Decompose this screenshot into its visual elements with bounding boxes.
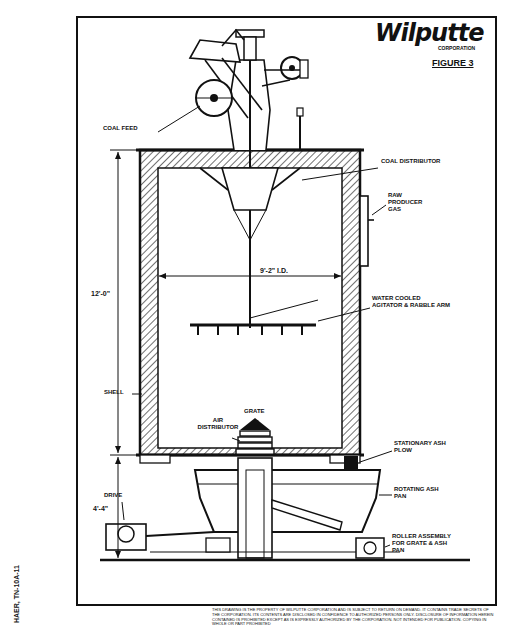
part-label: WATER COOLED AGITATOR & RABBLE ARM <box>372 295 452 309</box>
part-label: STATIONARY ASH PLOW <box>394 440 449 454</box>
part-label: RAW PRODUCER GAS <box>388 192 436 213</box>
dimension: 4'-4" <box>91 505 110 513</box>
feed-valve <box>196 80 232 116</box>
company-logo: Wilputte <box>375 20 483 48</box>
notice-text: THIS DRAWING IS THE PROPERTY OF WILPUTTE… <box>212 608 494 627</box>
part-label: GRATE <box>244 408 265 415</box>
gas-outlet <box>360 196 368 266</box>
roller-assembly <box>356 538 384 558</box>
part-label: SHELL <box>104 389 124 396</box>
figure-number: FIGURE 3 <box>432 58 474 68</box>
part-label: ROTATING ASH PAN <box>394 486 444 500</box>
drive-unit <box>106 524 146 550</box>
part-label: AIR DISTRIBUTOR <box>196 417 240 431</box>
dimension: 12'-0" <box>89 290 112 298</box>
company-logo-sub: CORPORATION <box>438 46 475 52</box>
ash-plow <box>344 456 358 470</box>
ash-pan <box>195 470 380 532</box>
leader-lines <box>122 106 392 547</box>
coal-distributor <box>222 168 278 210</box>
rabble-arm <box>190 324 316 327</box>
coal-hopper <box>190 40 240 62</box>
part-label: ROLLER ASSEMBLY FOR GRATE & ASH PAN <box>392 533 454 554</box>
archive-id: HAER, TN-10A-11 <box>13 565 21 623</box>
part-label: COAL FEED <box>103 125 138 132</box>
air-distributor <box>238 458 272 558</box>
sheet-frame <box>77 17 496 605</box>
part-label: COAL DISTRIBUTOR <box>381 158 441 165</box>
part-label: DRIVE <box>104 492 122 499</box>
dimension: 9'-2" I.D. <box>258 267 290 275</box>
